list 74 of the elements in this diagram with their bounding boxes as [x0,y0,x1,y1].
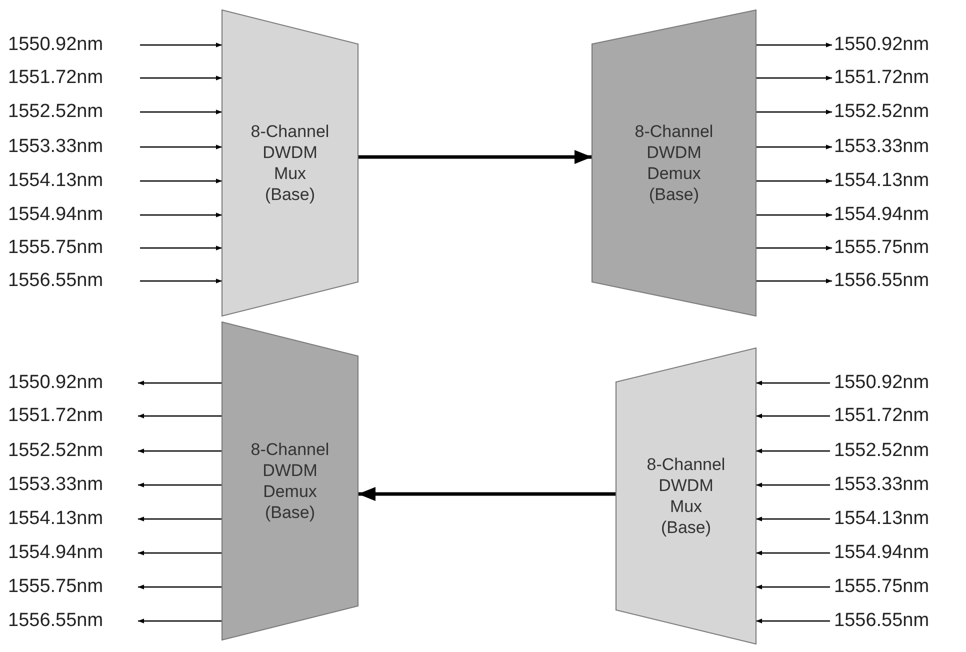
channel-arrow [138,618,222,624]
channel-arrow [138,516,222,522]
block-label: 8-Channel DWDM Mux (Base) [250,121,330,205]
channel-arrow [140,110,222,114]
channel-arrow [138,448,222,454]
channel-arrow [140,144,222,150]
channel-arrow [756,448,830,454]
channel-arrow [756,42,832,48]
channel-arrow [756,516,830,522]
wavelength-label: 1551.72nm [834,403,962,429]
wavelength-label: 1553.33nm [834,472,962,498]
channel-arrow [140,246,222,250]
wavelength-label: 1551.72nm [834,65,962,91]
channel-arrow [140,278,222,284]
channel-arrow [756,380,830,386]
signal-arrow [358,487,616,501]
channel-arrow [140,178,222,184]
wavelength-label: 1554.13nm [834,506,962,532]
wavelength-label: 1555.75nm [8,235,136,261]
wavelength-label: 1554.13nm [8,168,136,194]
demux-trapezoid [592,10,756,316]
wavelength-label: 1552.52nm [834,438,962,464]
channel-arrow [140,42,222,48]
channel-arrow [756,246,832,250]
channel-arrow [138,380,222,386]
channel-arrow [756,414,830,418]
wavelength-label: 1550.92nm [834,370,962,396]
channel-arrow [756,110,832,114]
channel-arrow [756,584,830,590]
wavelength-label: 1553.33nm [834,134,962,160]
wavelength-label: 1556.55nm [8,268,136,294]
block-label: 8-Channel DWDM Demux (Base) [634,121,714,205]
wavelength-label: 1553.33nm [8,472,136,498]
wavelength-label: 1554.13nm [8,506,136,532]
wavelength-label: 1552.52nm [834,99,962,125]
channel-arrow [138,414,222,418]
channel-arrow [756,144,832,150]
channel-arrow [756,618,830,624]
channel-arrow [756,278,832,284]
wavelength-label: 1554.94nm [8,540,136,566]
channel-arrow [756,178,832,184]
channel-arrow [140,212,222,218]
wavelength-label: 1554.94nm [834,202,962,228]
wavelength-label: 1555.75nm [834,235,962,261]
signal-arrow [358,150,592,164]
wavelength-label: 1554.94nm [834,540,962,566]
mux-trapezoid [616,348,756,644]
mux-trapezoid [222,10,358,316]
wavelength-label: 1554.94nm [8,202,136,228]
channel-arrow [756,76,832,80]
block-label: 8-Channel DWDM Mux (Base) [646,454,726,538]
wavelength-label: 1556.55nm [834,608,962,634]
wavelength-label: 1554.13nm [834,168,962,194]
wavelength-label: 1552.52nm [8,99,136,125]
channel-arrow [138,584,222,590]
wavelength-label: 1551.72nm [8,65,136,91]
channel-arrow [138,550,222,556]
wavelength-label: 1550.92nm [834,32,962,58]
demux-trapezoid [222,322,358,640]
wavelength-label: 1556.55nm [834,268,962,294]
channel-arrow [140,76,222,80]
wavelength-label: 1550.92nm [8,370,136,396]
wavelength-label: 1556.55nm [8,608,136,634]
wavelength-label: 1551.72nm [8,403,136,429]
channel-arrow [138,482,222,488]
wavelength-label: 1555.75nm [8,574,136,600]
channel-arrow [756,482,830,488]
channel-arrow [756,550,830,556]
wavelength-label: 1552.52nm [8,438,136,464]
channel-arrow [756,212,832,218]
wavelength-label: 1555.75nm [834,574,962,600]
wavelength-label: 1553.33nm [8,134,136,160]
block-label: 8-Channel DWDM Demux (Base) [250,439,330,523]
wavelength-label: 1550.92nm [8,32,136,58]
